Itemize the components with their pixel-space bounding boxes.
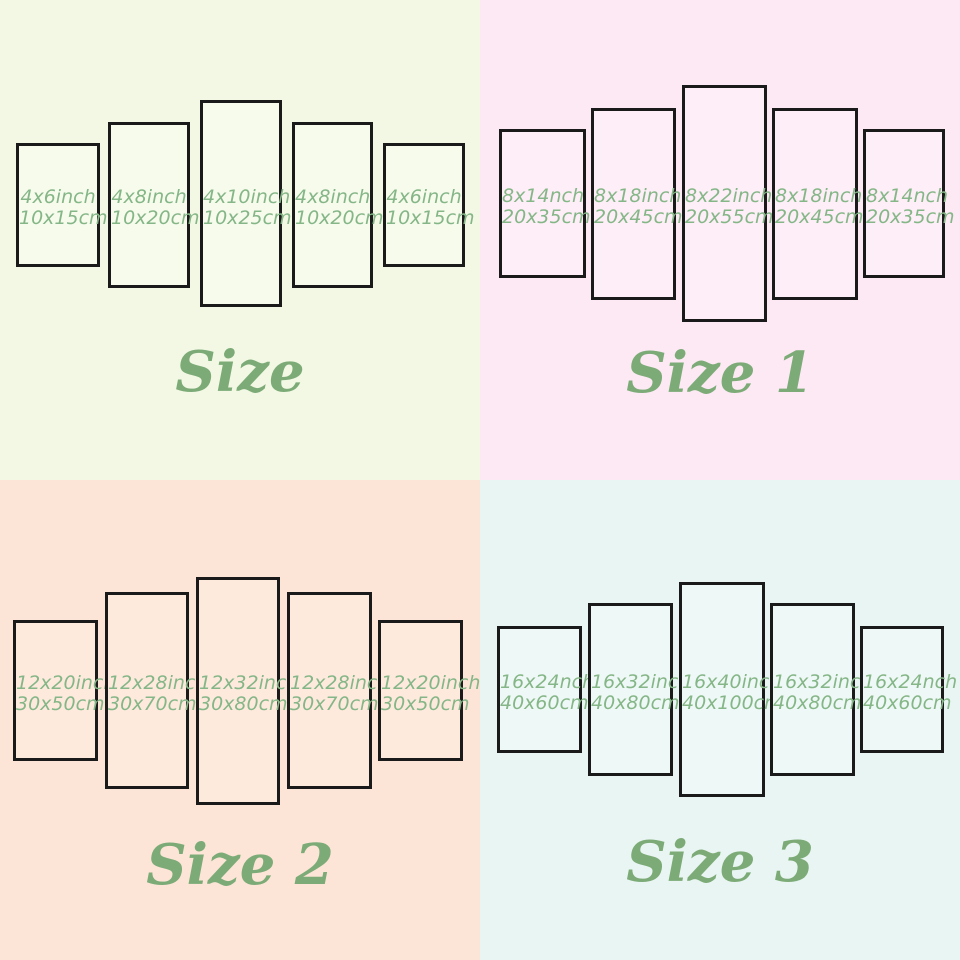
canvas-panel: 12x32inch 30x80cm (196, 577, 299, 805)
panel-size-inch: 12x32inch (199, 672, 299, 694)
panel-size-cm: 20x45cm (775, 206, 864, 228)
panel-size-cm: 40x60cm (500, 692, 589, 714)
panel-size-inch: 12x28inch (108, 672, 208, 694)
canvas-panel: 4x6inch 10x15cm (16, 143, 108, 267)
panel-size-inch: 8x22inch (685, 185, 773, 207)
canvas-panel: 12x20inch 30x50cm (378, 620, 481, 761)
canvas-panel: 8x18inch 20x45cm (591, 108, 683, 300)
panel-size-inch: 4x8inch (111, 186, 187, 208)
canvas-panel: 16x32inch 40x80cm (588, 603, 691, 776)
panel-size-cm: 10x15cm (19, 207, 108, 229)
panel-size-inch: 8x18inch (775, 185, 863, 207)
panel-size-cm: 30x50cm (381, 693, 470, 715)
panel-size-cm: 10x20cm (111, 207, 200, 229)
size-chart-quadrant: 12x20inch 30x50cm 12x28inch 30x70cm 12x3… (0, 480, 480, 960)
canvas-panel: 8x14nch 20x35cm (863, 129, 955, 278)
size-chart-quadrant: 8x14nch 20x35cm 8x18inch 20x45cm 8x22inc… (480, 0, 960, 480)
size-chart-quadrant: 4x6inch 10x15cm 4x8inch 10x20cm 4x10inch… (0, 0, 480, 480)
panel-size-inch: 8x18inch (594, 185, 682, 207)
quadrant-title: Size 1 (626, 340, 814, 406)
quadrant-title: Size (175, 339, 305, 405)
canvas-panel: 4x6inch 10x15cm (383, 143, 475, 267)
panel-size-inch: 4x10inch (203, 186, 291, 208)
canvas-panel: 8x22inch 20x55cm (682, 85, 774, 322)
panel-size-cm: 40x80cm (773, 692, 862, 714)
canvas-panel: 12x20inch 30x50cm (13, 620, 116, 761)
panel-size-inch: 4x6inch (20, 186, 96, 208)
canvas-panel: 16x24nch 40x60cm (860, 626, 958, 753)
canvas-panel: 16x40inch 40x100cm (679, 582, 783, 797)
quadrant-title: Size 3 (626, 829, 814, 895)
panel-size-cm: 30x80cm (199, 693, 288, 715)
panel-size-cm: 20x45cm (594, 206, 683, 228)
panel-size-cm: 40x80cm (591, 692, 680, 714)
canvas-panel: 16x32inch 40x80cm (770, 603, 873, 776)
canvas-panel: 4x8inch 10x20cm (292, 122, 384, 288)
panel-size-cm: 10x15cm (386, 207, 475, 229)
panel-size-cm: 10x20cm (295, 207, 384, 229)
size-chart-quadrant: 16x24nch 40x60cm 16x32inch 40x80cm 16x40… (480, 480, 960, 960)
canvas-panel: 4x10inch 10x25cm (200, 100, 292, 307)
panel-size-cm: 30x70cm (290, 693, 379, 715)
panel-size-cm: 40x100cm (682, 692, 783, 714)
canvas-panel: 4x8inch 10x20cm (108, 122, 200, 288)
panel-size-inch: 8x14nch (866, 185, 949, 207)
panel-size-cm: 20x35cm (502, 206, 591, 228)
canvas-panel: 12x28inch 30x70cm (287, 592, 390, 789)
canvas-panel: 8x14nch 20x35cm (499, 129, 591, 278)
canvas-panel: 16x24nch 40x60cm (497, 626, 595, 753)
panel-size-inch: 16x32inch (591, 671, 691, 693)
panel-size-inch: 16x40inch (682, 671, 782, 693)
panel-size-inch: 16x24nch (863, 671, 958, 693)
panel-size-cm: 30x70cm (108, 693, 197, 715)
panel-size-inch: 4x8inch (295, 186, 371, 208)
panel-size-cm: 40x60cm (863, 692, 952, 714)
panel-size-cm: 20x35cm (866, 206, 955, 228)
panel-size-inch: 8x14nch (502, 185, 585, 207)
panel-size-inch: 12x28inch (290, 672, 390, 694)
panel-size-cm: 10x25cm (203, 207, 292, 229)
panel-size-inch: 16x32inch (773, 671, 873, 693)
panel-size-cm: 20x55cm (685, 206, 774, 228)
panel-size-cm: 30x50cm (16, 693, 105, 715)
panel-size-inch: 12x20inch (16, 672, 116, 694)
quadrant-title: Size 2 (146, 832, 334, 898)
panel-size-inch: 16x24nch (500, 671, 595, 693)
canvas-panel: 8x18inch 20x45cm (772, 108, 864, 300)
canvas-panel: 12x28inch 30x70cm (105, 592, 208, 789)
panel-size-inch: 4x6inch (386, 186, 462, 208)
panel-size-inch: 12x20inch (381, 672, 481, 694)
